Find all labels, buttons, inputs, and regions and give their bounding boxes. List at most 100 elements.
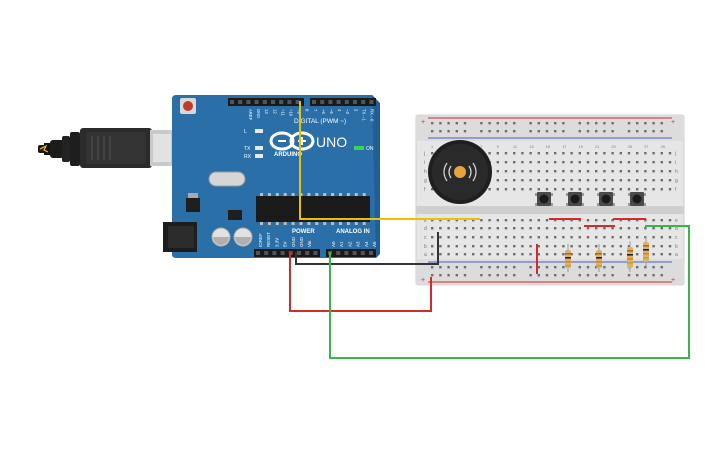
rail-plus-label-bottom-right: + [671,277,675,284]
header-pin[interactable] [305,251,310,255]
power-jack[interactable] [163,222,197,252]
led [255,154,263,158]
header-pin[interactable] [295,100,300,104]
header-pin[interactable] [312,100,316,104]
wire-yellow[interactable] [299,101,480,220]
header-pin[interactable] [279,100,284,104]
wire-green[interactable] [329,225,690,359]
header-pin[interactable] [336,251,341,255]
resistor-3[interactable] [627,241,633,272]
pin-label: GND [291,236,296,247]
header-pin[interactable] [254,100,259,104]
pin-label: A5 [372,241,377,247]
led-label: TX [244,146,251,152]
push-button-1[interactable] [535,192,553,206]
column-number: 19 [579,145,583,149]
column-number: 1 [431,145,433,149]
header-pin[interactable] [264,251,269,255]
svg-text:ON: ON [366,146,374,152]
resistor-1[interactable] [565,244,571,272]
reset-button[interactable] [180,98,196,114]
rail-plus-label-right: + [671,119,675,126]
model-label: UNO [316,134,347,150]
header-pin[interactable] [313,251,318,255]
header-pin[interactable] [262,100,267,104]
push-button-2[interactable] [566,192,584,206]
row-letter: c [424,235,427,241]
header-pin[interactable] [360,251,365,255]
digital-label: DIGITAL (PWM ~) [294,118,346,125]
atmega-chip [256,193,370,225]
pin-label: 8 [305,109,310,112]
header-pin[interactable] [238,100,243,104]
row-letter: e [424,218,427,224]
wire-black[interactable] [295,232,439,265]
led-label: L [244,129,247,135]
push-button-3[interactable] [597,192,615,206]
header-pin[interactable] [271,100,275,104]
pin-label: 12 [272,109,277,114]
usb-cable[interactable] [38,128,174,168]
power-header[interactable] [254,249,320,257]
header-pin[interactable] [361,100,366,104]
sound-wave-icon [443,162,477,182]
header-pin[interactable] [246,100,251,104]
header-pin[interactable] [353,100,357,104]
column-number: 23 [611,145,615,149]
header-pin[interactable] [369,251,373,255]
breadboard-labels: 1357911131517192123252729jjiihhggffeeddc… [423,145,678,258]
header-pin[interactable] [344,251,349,255]
wire-red[interactable] [289,252,432,312]
row-letter: f [424,187,426,193]
resistor-2[interactable] [596,244,602,272]
pin-label: IOREF [258,233,263,247]
header-pin[interactable] [336,100,341,104]
header-pin[interactable] [352,251,357,255]
row-letter: a [424,252,427,258]
header-pin[interactable] [297,251,301,255]
breadboard-jumpers[interactable] [536,218,646,274]
row-letter: d [424,226,427,232]
header-pin[interactable] [287,100,292,104]
pin-label: RX←0 [370,109,375,122]
piezo-buzzer[interactable] [428,140,492,204]
row-letter: j [423,151,425,157]
pin-label: A4 [364,241,369,247]
pin-label: ~11 [280,109,285,116]
rail-plus-label-bottom: + [421,277,425,284]
pin-label: Vin [307,240,312,247]
analog-header[interactable] [326,249,376,257]
header-pin[interactable] [344,100,349,104]
brand-label: ARDUINO [274,152,302,158]
push-button-4[interactable] [628,192,646,206]
pin-label: 5V [283,241,288,247]
pin-label: RESET [266,232,271,247]
header-pin[interactable] [256,251,260,255]
pin-label: 2 [353,109,358,112]
header-pin[interactable] [328,100,333,104]
resistor-4[interactable] [643,236,649,266]
header-pin[interactable] [369,100,374,104]
pin-label: A1 [339,241,344,247]
pin-label: 4 [337,109,342,112]
pin-label: AREF [248,109,253,121]
header-pin[interactable] [230,100,234,104]
regulator-chip [186,198,200,212]
digital-header-right[interactable] [310,98,376,106]
rail-plus-label: + [421,119,425,126]
on-led: ON [354,146,374,152]
column-number: 15 [546,145,550,149]
row-letter: g [675,178,678,184]
header-pin[interactable] [280,251,285,255]
header-pin[interactable] [320,100,325,104]
analog-label: ANALOG IN [336,229,370,235]
pin-label: GND [299,236,304,247]
row-letter: h [675,169,678,175]
header-pin[interactable] [272,251,277,255]
pin-label: ~10 [289,109,294,117]
